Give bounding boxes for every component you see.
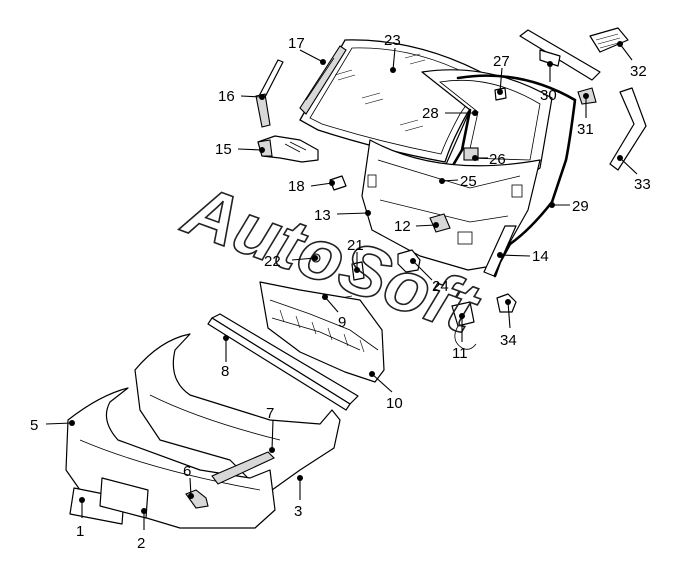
svg-text:1: 1 — [76, 523, 84, 540]
license-plate — [99, 477, 149, 519]
svg-text:2: 2 — [137, 535, 145, 552]
svg-text:30: 30 — [540, 87, 557, 104]
svg-text:22: 22 — [264, 253, 281, 270]
callout-10: 10 — [369, 371, 403, 412]
brake-light-32 — [589, 27, 629, 53]
svg-text:13: 13 — [314, 207, 331, 224]
callout-7: 7 — [266, 405, 275, 453]
callout-27: 27 — [493, 53, 510, 95]
svg-text:33: 33 — [634, 176, 651, 193]
callout-2: 2 — [137, 508, 147, 552]
callout-18: 18 — [288, 178, 335, 195]
bumper-beam — [207, 313, 359, 411]
callout-3: 3 — [294, 475, 303, 520]
callout-23: 23 — [384, 32, 401, 73]
hinge-24 — [397, 249, 421, 273]
callout-5: 5 — [30, 417, 75, 434]
svg-text:28: 28 — [422, 105, 439, 122]
bumper-absorber — [134, 333, 341, 491]
callout-21: 21 — [347, 237, 364, 273]
svg-text:9: 9 — [338, 314, 346, 331]
callout-29: 29 — [549, 198, 589, 215]
callout-6: 6 — [183, 463, 194, 499]
callout-15: 15 — [215, 141, 265, 158]
callout-34: 34 — [500, 299, 517, 349]
svg-text:15: 15 — [215, 141, 232, 158]
callout-22: 22 — [264, 253, 318, 270]
callout-32: 32 — [617, 41, 647, 80]
svg-text:24: 24 — [432, 278, 449, 295]
svg-text:31: 31 — [577, 121, 594, 138]
svg-text:8: 8 — [221, 363, 229, 380]
svg-text:16: 16 — [218, 88, 235, 105]
callout-30: 30 — [540, 61, 557, 104]
callout-12: 12 — [394, 218, 439, 235]
bumper-trim-strip — [211, 451, 275, 485]
callout-11: 11 — [452, 313, 468, 362]
tailgate-seal — [456, 74, 577, 278]
svg-text:11: 11 — [452, 345, 468, 362]
callout-14: 14 — [497, 248, 549, 265]
svg-text:10: 10 — [386, 395, 403, 412]
wiper-arm — [255, 59, 284, 128]
callout-28: 28 — [422, 105, 478, 122]
callout-16: 16 — [218, 88, 265, 105]
svg-text:7: 7 — [266, 405, 274, 422]
svg-text:5: 5 — [30, 417, 38, 434]
callout-26: 26 — [472, 151, 506, 168]
rear-panel — [259, 281, 385, 383]
svg-text:25: 25 — [460, 173, 477, 190]
svg-text:23: 23 — [384, 32, 401, 49]
trim-strip-30 — [519, 29, 601, 81]
callout-33: 33 — [617, 155, 651, 193]
callout-9: 9 — [322, 294, 346, 331]
callout-17: 17 — [288, 35, 326, 65]
svg-text:6: 6 — [183, 463, 191, 480]
trim-strip-14 — [483, 225, 517, 277]
callout-8: 8 — [221, 335, 229, 380]
svg-text:27: 27 — [493, 53, 510, 70]
callout-31: 31 — [577, 93, 594, 138]
svg-text:18: 18 — [288, 178, 305, 195]
tailgate-inner-panel — [361, 139, 541, 271]
svg-text:21: 21 — [347, 237, 364, 254]
callout-13: 13 — [314, 207, 371, 224]
svg-text:17: 17 — [288, 35, 305, 52]
rear-spoiler — [299, 45, 347, 115]
callout-24: 24 — [410, 258, 449, 295]
wiper-motor — [257, 135, 319, 163]
callout-25: 25 — [439, 173, 477, 190]
callout-1: 1 — [76, 497, 85, 540]
svg-text:14: 14 — [532, 248, 549, 265]
svg-text:26: 26 — [489, 151, 506, 168]
svg-text:12: 12 — [394, 218, 411, 235]
trim-strip-33 — [609, 87, 647, 171]
svg-text:3: 3 — [294, 503, 302, 520]
svg-text:29: 29 — [572, 198, 589, 215]
svg-text:32: 32 — [630, 63, 647, 80]
svg-text:34: 34 — [500, 332, 517, 349]
clip-18 — [329, 175, 347, 191]
